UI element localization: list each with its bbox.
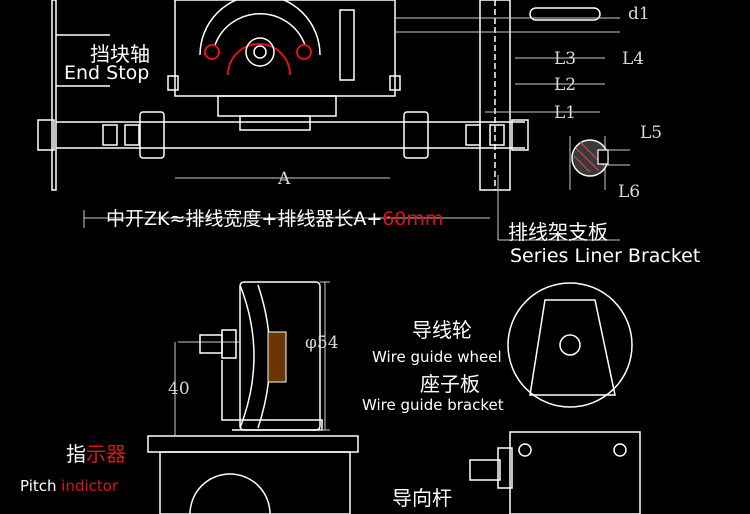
dim-L2: L2 (554, 75, 576, 95)
end-stop-label-en: End Stop (64, 62, 150, 84)
left-frame-bar (51, 0, 57, 191)
pitch-label-cn-b: 示器 (86, 442, 126, 466)
formula-prefix: 中开ZK≈排线宽度+排线器长A+ (106, 208, 383, 230)
guide-wheel-front (507, 282, 633, 408)
formula-line: 中开ZK≈排线宽度+排线器长A+60mm (106, 210, 443, 229)
pitch-label-en: Pitch indictor (20, 479, 118, 494)
formula-red-value: 60mm (382, 208, 444, 230)
bracket-label-en: Series Liner Bracket (510, 245, 701, 267)
right-nut (511, 119, 529, 151)
traverser-body (174, 0, 396, 97)
wheel-label-cn: 导线轮 (412, 318, 472, 342)
dim-L3: L3 (554, 49, 576, 69)
seat-label-cn: 座子板 (420, 372, 480, 396)
dim-phi54: φ54 (305, 333, 339, 353)
pitch-label-cn: 指示器 (66, 444, 126, 464)
pitch-label-cn-a: 指 (66, 442, 86, 466)
left-knurled-knob (139, 111, 165, 159)
seat-label-en: Wire guide bracket (362, 396, 504, 414)
dim-L4: L4 (622, 49, 644, 69)
dim-d1: d1 (628, 4, 650, 24)
dim-L1: L1 (554, 103, 576, 123)
guide-rod-label-cn: 导向杆 (392, 486, 452, 510)
pitch-label-en-a: Pitch (20, 477, 62, 495)
dim-40: 40 (168, 379, 190, 399)
dim-L6: L6 (618, 182, 640, 202)
dim-A: A (277, 169, 291, 189)
bracket-label-cn: 排线架支板 (508, 220, 608, 244)
seat-plate (509, 431, 641, 514)
wheel-label-en: Wire guide wheel (372, 348, 502, 366)
left-nut (37, 119, 55, 151)
right-knurled-knob (403, 111, 429, 159)
pitch-label-en-b: indictor (61, 477, 119, 495)
dim-L5: L5 (640, 123, 662, 143)
end-stop-label-cn: 挡块轴 (90, 42, 150, 66)
